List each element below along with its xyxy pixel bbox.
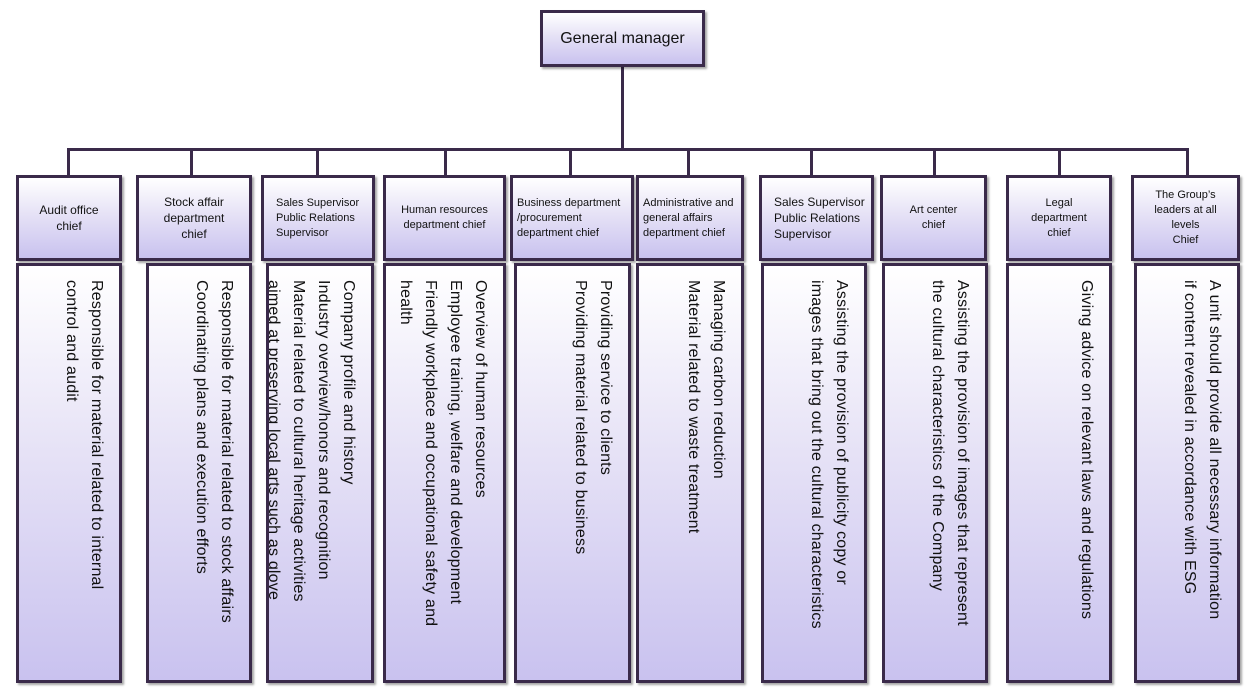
dept-head-audit: Audit office chief (16, 175, 122, 261)
dept-desc-text: Providing service to clients Providing m… (572, 280, 614, 555)
drop-line (933, 148, 936, 176)
dept-head-art-center: Art center chief (880, 175, 987, 261)
drop-line (190, 148, 193, 176)
dept-head-label: Administrative and general affairs depar… (643, 196, 734, 239)
dept-desc-group-leaders: A unit should provide all necessary info… (1134, 263, 1240, 683)
drop-line (687, 148, 690, 176)
dept-head-business: Business department /procurement departm… (510, 175, 634, 261)
dept-desc-art-center: Assisting the provision of images that r… (882, 263, 988, 683)
dept-head-label: Audit office chief (39, 203, 99, 233)
dept-desc-admin: Managing carbon reduction Material relat… (636, 263, 744, 683)
drop-line (569, 148, 572, 176)
drop-line (316, 148, 319, 176)
dept-desc-text: Responsible for material related to inte… (63, 280, 105, 590)
dept-head-hr: Human resources department chief (383, 175, 506, 261)
dept-desc-text: Assisting the provision of images that r… (929, 280, 971, 626)
trunk-line (621, 66, 624, 150)
dept-desc-stock: Responsible for material related to stoc… (146, 263, 252, 683)
dept-head-label: Sales Supervisor Public Relations Superv… (774, 195, 865, 241)
dept-desc-sales-pr-2: Assisting the provision of publicity cop… (761, 263, 867, 683)
dept-desc-text: Managing carbon reduction Material relat… (685, 280, 727, 534)
dept-head-admin: Administrative and general affairs depar… (636, 175, 744, 261)
dept-desc-text: Overview of human resources Employee tra… (397, 280, 489, 627)
dept-desc-text: A unit should provide all necessary info… (1181, 280, 1223, 620)
dept-desc-text: Responsible for material related to stoc… (193, 280, 235, 623)
drop-line (810, 148, 813, 176)
dept-desc-sales-pr-1: Company profile and history Industry ove… (266, 263, 374, 683)
dept-desc-text: Company profile and history Industry ove… (266, 280, 357, 602)
dept-desc-text: Assisting the provision of publicity cop… (808, 280, 850, 629)
dept-head-group-leaders: The Group’s leaders at all levels Chief (1131, 175, 1240, 261)
drop-line (1058, 148, 1061, 176)
dept-desc-business: Providing service to clients Providing m… (514, 263, 631, 683)
dept-head-sales-pr-1: Sales Supervisor Public Relations Superv… (261, 175, 375, 261)
drop-line (444, 148, 447, 176)
dept-head-label: The Group’s leaders at all levels Chief (1154, 189, 1217, 246)
drop-line (67, 148, 70, 176)
dept-head-label: Stock affair department chief (163, 195, 225, 241)
general-manager-box: General manager (540, 10, 705, 67)
dept-head-label: Legal department chief (1031, 196, 1087, 239)
dept-desc-audit: Responsible for material related to inte… (16, 263, 122, 683)
dept-head-label: Sales Supervisor Public Relations Superv… (276, 196, 360, 239)
dept-desc-legal: Giving advice on relevant laws and regul… (1006, 263, 1112, 683)
dept-head-label: Business department /procurement departm… (517, 196, 621, 239)
dept-head-sales-pr-2: Sales Supervisor Public Relations Superv… (759, 175, 874, 261)
dept-head-label: Art center chief (909, 204, 958, 231)
dept-desc-hr: Overview of human resources Employee tra… (383, 263, 506, 683)
dept-head-label: Human resources department chief (401, 204, 488, 231)
dept-desc-text: Giving advice on relevant laws and regul… (1078, 280, 1095, 620)
horizontal-bus-line (68, 148, 1189, 151)
dept-head-stock: Stock affair department chief (136, 175, 252, 261)
drop-line (1186, 148, 1189, 176)
dept-head-legal: Legal department chief (1006, 175, 1112, 261)
general-manager-label: General manager (560, 29, 685, 47)
